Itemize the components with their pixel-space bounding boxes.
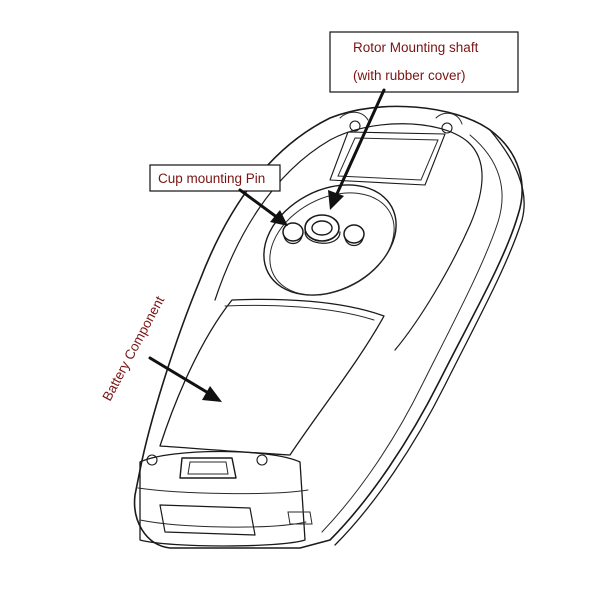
rotor-callout-line2: (with rubber cover) [353, 68, 466, 83]
screw-bottom-left [146, 454, 158, 466]
label-plate-inner [337, 137, 439, 181]
screw-tab-right [435, 112, 463, 125]
callout-rotor-shaft: Rotor Mounting shaft (with rubber cover) [328, 31, 519, 210]
battery-arrow-head [202, 386, 222, 402]
rotor-callout-box [329, 31, 519, 93]
label-plate [329, 131, 446, 186]
battery-cover-edge [224, 304, 375, 321]
bottom-end-cap [139, 450, 306, 547]
cup-pin-callout-text: Cup mounting Pin [158, 171, 265, 186]
rotor-arrow-head [328, 190, 344, 210]
rotor-shaft-outer [304, 214, 340, 242]
cup-pin-left-shadow [283, 235, 303, 245]
bottom-small-tab [287, 511, 313, 525]
rotor-arrow-line [334, 88, 386, 198]
rotor-plate-rim [269, 192, 395, 296]
cup-pin-arrow-head [270, 210, 288, 226]
connector-notch-inner [187, 461, 229, 475]
bottom-cap-ridge-2 [139, 519, 307, 528]
rotor-shaft-inner [311, 220, 333, 236]
device-top-face [214, 123, 483, 351]
bottom-cap-ridge [137, 487, 309, 495]
cup-pin-arrow-line [238, 188, 280, 220]
cup-pin-left [282, 222, 304, 242]
rotor-shaft-base [304, 231, 341, 244]
rotor-callout-line1: Rotor Mounting shaft [353, 40, 479, 55]
battery-arrow-line [148, 356, 212, 396]
screw-top-right [441, 122, 453, 134]
battery-label-text: Battery Component [99, 293, 167, 403]
screw-bottom-right [256, 454, 268, 466]
connector-slot [159, 504, 256, 536]
cup-pin-callout-box [149, 164, 281, 192]
connector-notch [179, 457, 237, 479]
device-side-edge [334, 129, 525, 546]
screw-tab-left [339, 111, 369, 121]
cup-pin-right-shadow [344, 237, 364, 247]
callout-battery: Battery Component [99, 293, 222, 403]
device-outer-shell [133, 105, 523, 549]
battery-cover [159, 298, 385, 456]
cup-pin-right [343, 224, 365, 244]
device-drawing [133, 105, 525, 549]
screw-top-left [349, 120, 361, 132]
callout-cup-pin: Cup mounting Pin [149, 164, 288, 226]
device-side-edge-inner [321, 134, 503, 533]
